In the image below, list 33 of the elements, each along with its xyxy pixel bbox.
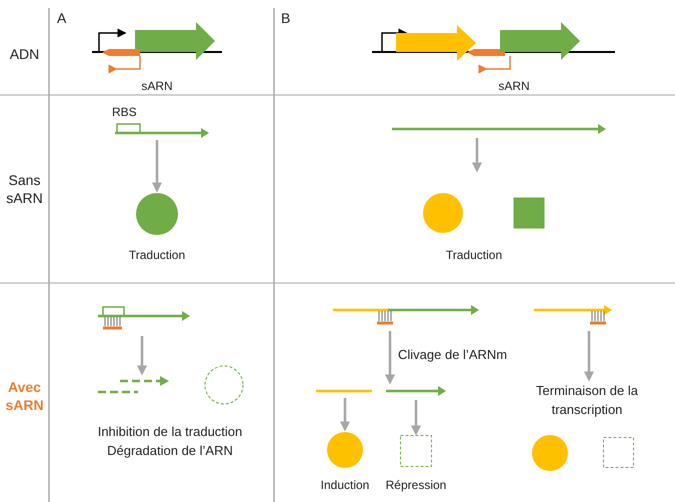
arrow [584, 331, 594, 382]
missing-protein-square [400, 435, 432, 467]
panel-letter: A [57, 10, 68, 26]
mrna-fragment [384, 384, 448, 398]
row-header: Sans sARN [5, 171, 44, 207]
arrow [137, 336, 147, 376]
protein-circle [326, 431, 364, 469]
sarn-label: sARN [140, 78, 174, 94]
arrow [385, 331, 395, 384]
caption-text: Inhibition de la traduction [96, 424, 244, 440]
row-header: Avec sARN [4, 378, 45, 414]
protein-square [513, 197, 545, 229]
missing-protein-circle [204, 365, 244, 405]
row-header: ADN [8, 46, 40, 62]
arrow [340, 398, 350, 432]
protein-circle [531, 434, 569, 472]
mrna-strand [113, 122, 211, 138]
caption-text: Dégradation de l’ARN [106, 443, 234, 459]
missing-protein-square [603, 437, 634, 468]
caption-text: Répression [384, 477, 448, 493]
rbs-label: RBS [112, 104, 138, 120]
protein-circle [422, 192, 464, 234]
caption-text: Traduction [444, 247, 504, 263]
sarn-label: sARN [497, 78, 531, 94]
arrow [152, 140, 162, 192]
arrow [472, 138, 482, 172]
caption-text: Terminaison de la transcription [520, 381, 654, 421]
caption-text: Induction [320, 477, 370, 493]
caption-text: Clivage de l’ARNm [398, 347, 508, 363]
panel-letter: B [281, 10, 292, 26]
protein-circle [135, 192, 179, 236]
arrow [411, 400, 421, 436]
caption-text: Traduction [128, 247, 186, 263]
